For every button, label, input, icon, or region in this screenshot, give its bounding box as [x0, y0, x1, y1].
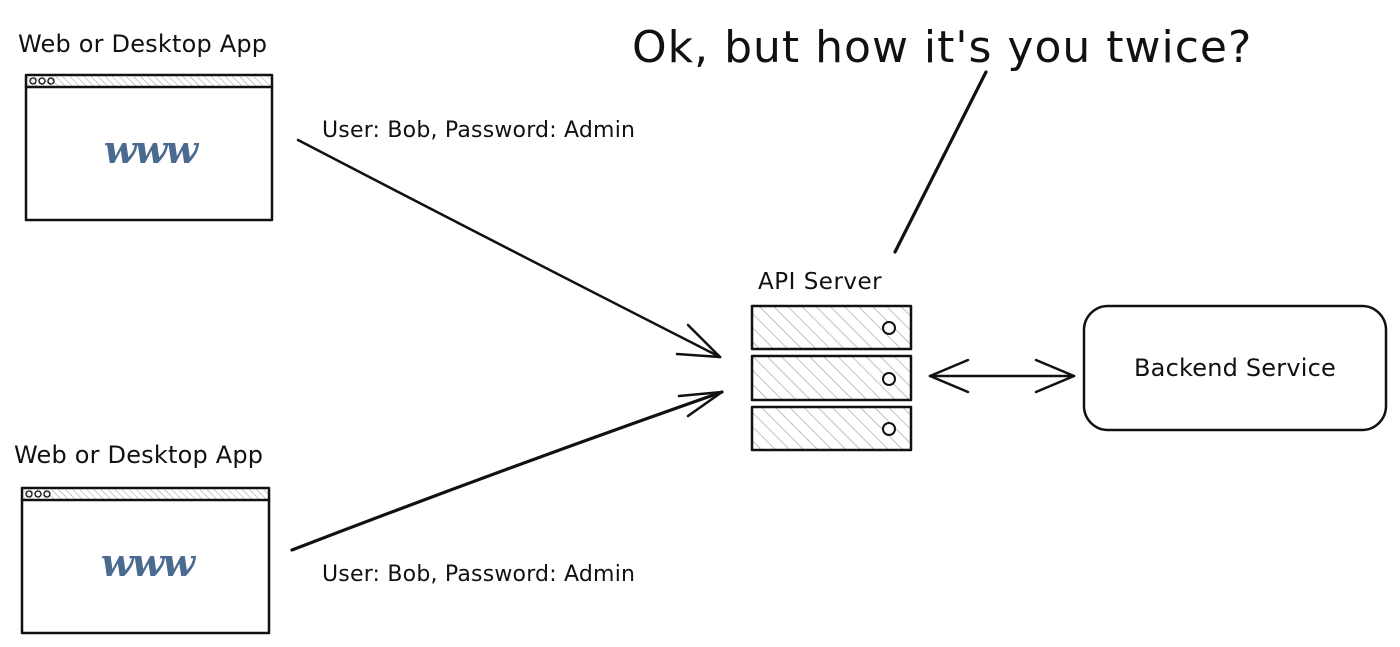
arrow-top-to-server: [296, 138, 722, 359]
www-label-top: www: [104, 127, 199, 172]
server-unit: [750, 354, 913, 402]
app-title-bottom: Web or Desktop App: [14, 441, 263, 469]
backend-service-label: Backend Service: [1134, 354, 1336, 382]
arrow-bottom-to-server: [290, 390, 724, 552]
browser-window-icon: [24, 73, 274, 222]
backend-service-box: [1082, 304, 1388, 432]
app-window-bottom: Web or Desktop App www: [14, 441, 271, 635]
server-rack-icon: [750, 304, 913, 452]
api-server: API Server: [750, 269, 913, 452]
bidirectional-arrow: [928, 358, 1076, 394]
credential-label-bottom: User: Bob, Password: Admin: [322, 562, 635, 587]
server-unit: [750, 405, 913, 452]
browser-window-icon: [20, 486, 271, 635]
api-server-label: API Server: [758, 269, 882, 295]
app-window-top: Web or Desktop App www: [18, 30, 274, 222]
www-label-bottom: www: [101, 540, 196, 585]
question-pointer-line: [893, 70, 988, 254]
credential-label-top: User: Bob, Password: Admin: [322, 118, 635, 143]
server-unit: [750, 304, 913, 351]
backend-service: Backend Service: [1082, 304, 1388, 432]
question-annotation: Ok, but how it's you twice?: [632, 22, 1252, 73]
app-title-top: Web or Desktop App: [18, 30, 267, 58]
